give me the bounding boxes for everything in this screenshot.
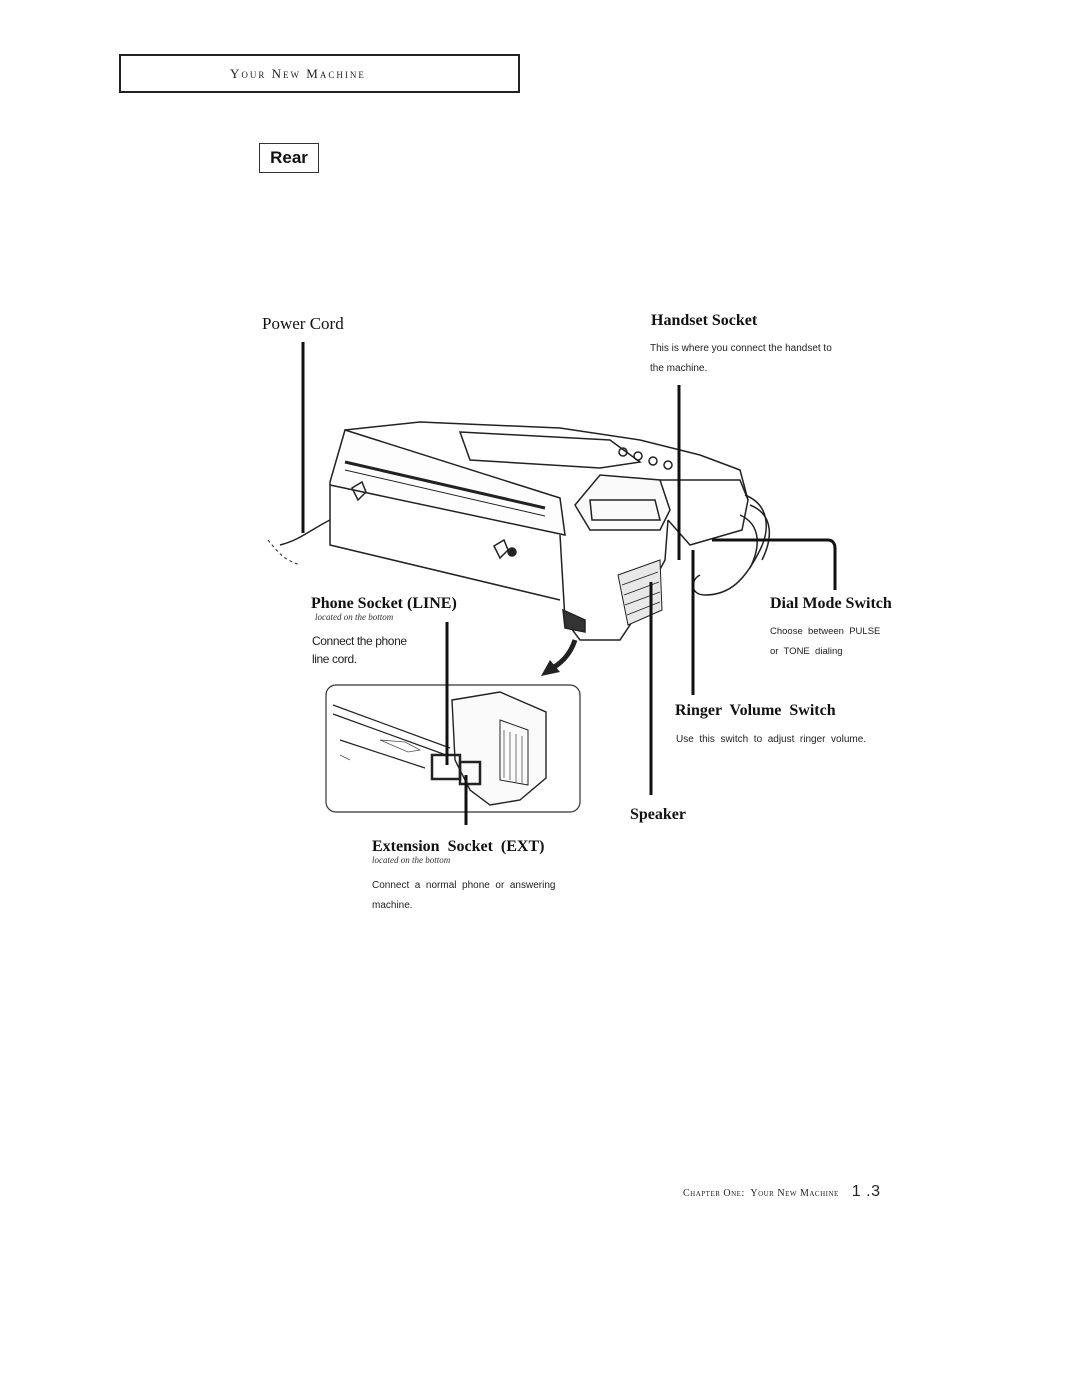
desc-extension-socket: Connect a normal phone or answering mach… [372, 876, 555, 916]
header-title-text: Your New Machine [230, 66, 366, 81]
label-speaker: Speaker [630, 806, 686, 823]
label-handset-socket: Handset Socket [651, 312, 758, 329]
desc-ext-line1: Connect a normal phone or answering [372, 880, 556, 891]
label-phone-socket: Phone Socket (LINE) [311, 595, 457, 612]
section-label-rear: Rear [259, 143, 319, 173]
desc-dial-mode-switch: Choose between PULSE or TONE dialing [770, 622, 880, 662]
note-phone-socket: located on the bottom [315, 612, 394, 622]
desc-ringer-volume-switch: Use this switch to adjust ringer volume. [676, 734, 867, 745]
callout-lines [301, 342, 837, 825]
label-dial-mode-switch: Dial Mode Switch [770, 595, 892, 612]
inset-detail-drawing [325, 684, 581, 813]
desc-phone-line1: Connect the phone [312, 634, 407, 648]
footer-page-number: 1 .3 [851, 1183, 881, 1200]
desc-dial-line1: Choose between PULSE [770, 626, 881, 637]
callout-dial-mode-switch [712, 538, 837, 590]
page-header-title: Your New Machine [230, 66, 366, 82]
desc-handset-socket: This is where you connect the handset to… [650, 339, 832, 379]
desc-dial-line2: or TONE dialing [770, 646, 843, 657]
desc-handset-line2: the machine. [650, 363, 708, 374]
note-extension-socket: located on the bottom [372, 855, 451, 865]
desc-phone-line2: line cord. [312, 652, 357, 666]
page-footer: Chapter One: Your New Machine 1 .3 [683, 1183, 880, 1201]
footer-chapter: Chapter One: Your New Machine [683, 1188, 839, 1199]
header-box [119, 54, 520, 93]
desc-ext-line2: machine. [372, 900, 413, 911]
label-extension-socket: Extension Socket (EXT) [372, 838, 545, 855]
fax-body-drawing [267, 421, 771, 641]
label-ringer-volume-switch: Ringer Volume Switch [675, 702, 836, 719]
desc-phone-socket: Connect the phone line cord. [312, 632, 407, 668]
desc-handset-line1: This is where you connect the handset to [650, 343, 832, 354]
section-label-text: Rear [270, 148, 308, 167]
label-power-cord: Power Cord [262, 314, 344, 333]
